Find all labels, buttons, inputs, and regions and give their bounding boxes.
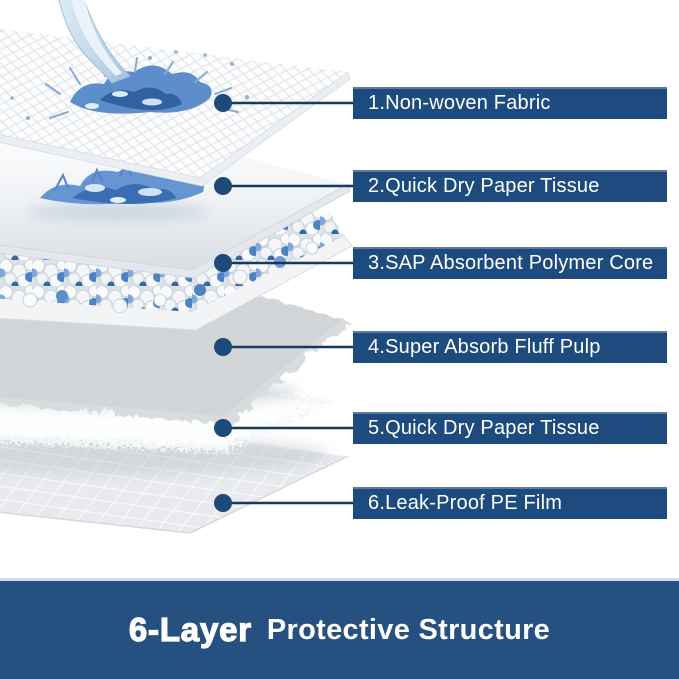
absorbed-water-gel-illustration (26, 160, 210, 221)
callout-dot-2 (214, 177, 232, 195)
layer6-pe-film-illustration (0, 403, 349, 534)
callout-dot-5 (214, 419, 232, 437)
layer3-bottom-sheet-illustration (0, 227, 353, 331)
water-stream-illustration (58, 0, 131, 84)
layer4-fluff-illustration (0, 260, 348, 422)
callout-dot-1 (214, 94, 232, 112)
callout-label-6: 6.Leak-Proof PE Film (353, 487, 667, 519)
shadow-under-layer5 (0, 435, 330, 475)
banner-title: Protective Structure (266, 613, 551, 646)
callout-label-5: 5.Quick Dry Paper Tissue (353, 412, 667, 444)
callout-dots (214, 94, 232, 512)
callout-connectors (223, 101, 353, 505)
layer1-fabric-illustration (0, 28, 351, 187)
callout-dot-3 (214, 254, 232, 272)
callout-label-2: 2.Quick Dry Paper Tissue (353, 170, 667, 202)
callout-label-3: 3.SAP Absorbent Polymer Core (353, 247, 667, 279)
callout-label-1: 1.Non-woven Fabric (353, 87, 667, 119)
banner-highlight: 6-Layer (128, 610, 252, 648)
layer3-sap-beads-illustration (0, 212, 344, 314)
shadow-under-layer4 (0, 376, 300, 408)
callout-dot-6 (214, 494, 232, 512)
callout-dot-4 (214, 338, 232, 356)
layer5-tissue-illustration (0, 354, 330, 448)
water-splash-illustration (10, 50, 249, 120)
layer2-tissue-illustration (0, 126, 351, 279)
bottom-banner: 6-Layer Protective Structure (0, 578, 679, 679)
callout-label-4: 4.Super Absorb Fluff Pulp (353, 331, 667, 363)
